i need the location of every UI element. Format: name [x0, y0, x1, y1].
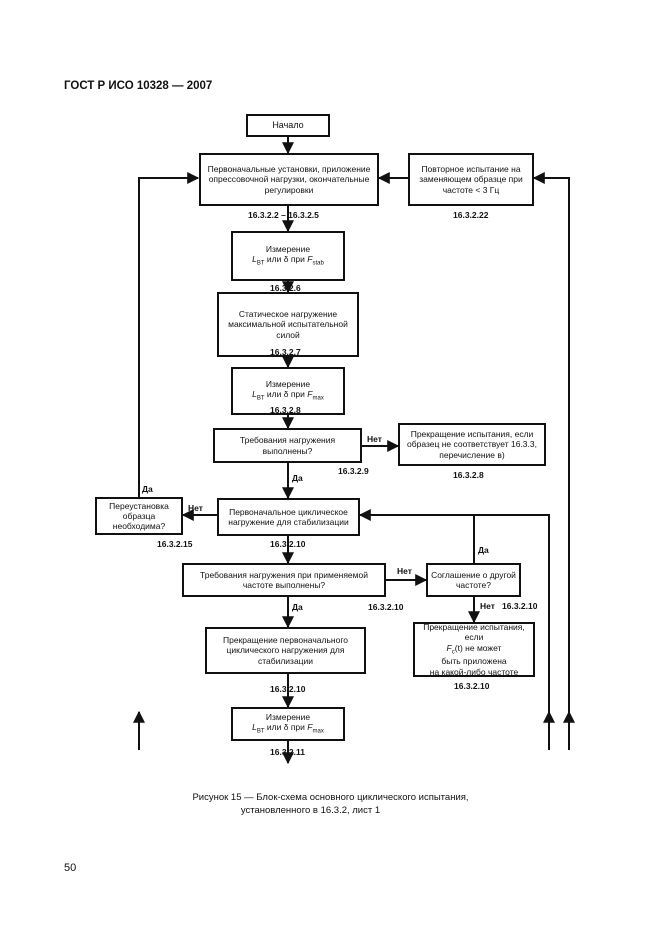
ref-r13: 16.3.2.11: [270, 747, 305, 757]
reqfreq-yes-label: Да: [292, 602, 303, 612]
req-met-yes-label: Да: [292, 473, 303, 483]
cyclic-init-box: Первоначальное циклическое нагружение дл…: [217, 498, 360, 536]
stop-test2-line3: быть приложена: [441, 656, 507, 667]
page-number: 50: [64, 862, 77, 874]
ref-r12: 16.3.2.10: [454, 681, 490, 691]
ref-r7: 16.3.2.15: [157, 539, 193, 549]
static-loading-box: Статическое нагружение максимальной испы…: [217, 292, 359, 357]
agree-yes-label: Да: [478, 545, 489, 555]
retest-box: Повторное испытание на заменяющем образц…: [408, 153, 534, 206]
ref-r9: 16.3.2.10: [368, 602, 404, 612]
reinstall-box: Переустановка образца необходима?: [95, 497, 183, 535]
arrow-reinstall-yes: [138, 172, 200, 497]
measure3-formula: LBT или δ при Fmax: [252, 722, 324, 735]
measure1-formula: LBT или δ при Fstab: [252, 254, 324, 267]
static-loading-label: Статическое нагружение максимальной испы…: [228, 309, 348, 340]
cyclic-init-label: Первоначальное циклическое нагружение дл…: [228, 506, 349, 527]
ref-r5: 16.3.2.9: [338, 466, 369, 476]
stop-test-box: Прекращение испытания, если образец не с…: [398, 423, 546, 466]
req-met-box: Требования нагружения выполнены?: [213, 428, 362, 463]
reinstall-label: Переустановка образца необходима?: [109, 500, 169, 532]
arrow-agree-yes: [358, 509, 475, 563]
req-met-no-label: Нет: [367, 434, 382, 444]
agree-no-label: Нет: [480, 601, 495, 611]
reqfreq-no-label: Нет: [397, 566, 412, 576]
measure2-title: Измерение: [265, 378, 311, 389]
ref-r14: 16.3.2.22: [453, 210, 489, 220]
initial-settings-label: Первоначальные установки, приложение опр…: [207, 164, 371, 195]
stop-cyclic-box: Прекращение первоначального циклического…: [205, 627, 366, 674]
start-box: Начало: [246, 114, 330, 137]
stop-test2-line2: Fc(t) не может: [446, 642, 502, 656]
ref-r2: 16.3.2.6: [270, 283, 301, 293]
reinstall-yes-label: Да: [142, 484, 153, 494]
measure1-title: Измерение: [265, 243, 311, 254]
measure1-box: Измерение LBT или δ при Fstab: [231, 231, 345, 281]
measure2-formula: LBT или δ при Fmax: [252, 389, 324, 402]
initial-settings-box: Первоначальные установки, приложение опр…: [199, 153, 379, 206]
figure-caption: Рисунок 15 — Блок-схема основного циклич…: [0, 792, 661, 818]
ref-r4: 16.3.2.8: [270, 405, 301, 415]
ref-r11: 16.3.2.10: [270, 684, 306, 694]
start-label: Начало: [272, 120, 304, 131]
retest-label: Повторное испытание на заменяющем образц…: [419, 164, 523, 195]
arrow-right-outer-up: [532, 172, 570, 750]
agree-freq-label: Соглашение о другой частоте?: [431, 569, 516, 590]
req-freq-box: Требования нагружения при применяемой ча…: [182, 563, 386, 597]
stop-test2-line4: на какой-либо частоте: [429, 666, 519, 677]
stop-test2-box: Прекращение испытания, если Fc(t) не мож…: [413, 622, 535, 677]
ref-r3: 16.3.2.7: [270, 347, 301, 357]
ref-r6: 16.3.2.8: [453, 470, 484, 480]
stop-cyclic-label: Прекращение первоначального циклического…: [223, 635, 348, 666]
caption-line1: Рисунок 15 — Блок-схема основного циклич…: [192, 792, 469, 803]
stop-test-label: Прекращение испытания, если образец не с…: [407, 429, 537, 460]
caption-line2: установленного в 16.3.2, лист 1: [240, 804, 381, 816]
measure3-box: Измерение LBT или δ при Fmax: [231, 707, 345, 741]
ref-r1: 16.3.2.2 – 16.3.2.5: [248, 210, 319, 220]
agree-freq-box: Соглашение о другой частоте?: [426, 563, 521, 597]
cyclic-no-label: Нет: [188, 503, 203, 513]
req-freq-label: Требования нагружения при применяемой ча…: [200, 569, 368, 590]
line-right-inner-top: [474, 514, 550, 712]
document-header: ГОСТ Р ИСО 10328 — 2007: [64, 80, 213, 92]
measure2-box: Измерение LBT или δ при Fmax: [231, 367, 345, 415]
stop-test2-line1: Прекращение испытания, если: [423, 622, 525, 643]
ref-r10: 16.3.2.10: [502, 601, 538, 611]
measure3-title: Измерение: [265, 711, 311, 722]
req-met-label: Требования нагружения выполнены?: [239, 435, 336, 456]
ref-r8: 16.3.2.10: [270, 539, 306, 549]
